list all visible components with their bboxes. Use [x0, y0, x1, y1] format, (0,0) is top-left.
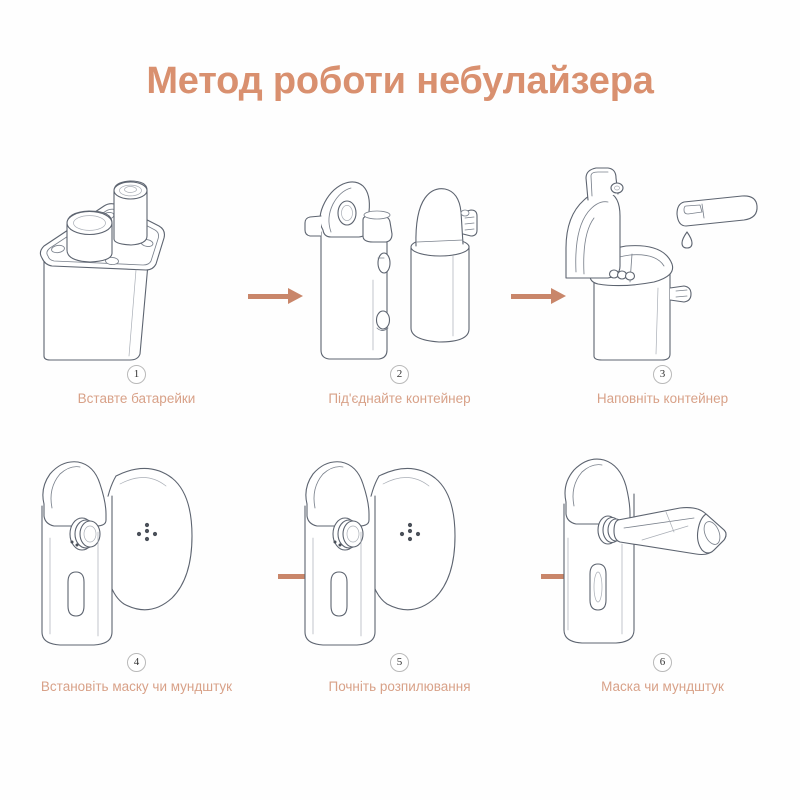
step-1-caption: Вставте батарейки [77, 391, 196, 406]
step-1-number-badge: 1 [20, 365, 253, 385]
step-number: 2 [390, 365, 409, 384]
step-number: 6 [653, 653, 672, 672]
step-3: 3 Наповніть контейнер [546, 160, 779, 420]
arrow-shaft [278, 574, 320, 579]
step-4-illustration [20, 448, 253, 648]
step-5-caption: Почніть розпилювання [328, 679, 471, 694]
step-2-caption: Під'єднайте контейнер [328, 391, 471, 406]
arrow-shaft [511, 294, 553, 299]
step-5: 5 Почніть розпилювання [283, 448, 516, 708]
step-2-number-badge: 2 [283, 365, 516, 385]
arrow-head [288, 288, 303, 304]
step-6-caption: Маска чи мундштук [601, 679, 724, 694]
step-6-illustration [546, 448, 779, 648]
step-3-illustration [546, 160, 779, 361]
step-4-number-badge: 4 [20, 653, 253, 673]
step-number: 4 [127, 653, 146, 672]
arrow-head [551, 288, 566, 304]
step-number: 3 [653, 365, 672, 384]
arrow-shaft [541, 574, 583, 579]
step-4: 4 Встановіть маску чи мундштук [20, 448, 253, 708]
step-1-illustration [20, 160, 253, 361]
step-2: 2 Під'єднайте контейнер [283, 160, 516, 420]
step-number: 5 [390, 653, 409, 672]
step-3-caption: Наповніть контейнер [596, 391, 729, 406]
step-5-number-badge: 5 [283, 653, 516, 673]
arrow-shaft [248, 294, 290, 299]
step-2-illustration [283, 160, 516, 360]
arrow-step1-to-step2 [248, 288, 304, 304]
step-5-illustration [283, 448, 516, 648]
steps-grid: 1 Вставте батарейки [0, 160, 800, 708]
steps-row-top: 1 Вставте батарейки [0, 160, 800, 420]
arrow-step2-to-step3 [511, 288, 567, 304]
step-6-number-badge: 6 [546, 653, 779, 673]
page-title: Метод роботи небулайзера [146, 60, 654, 102]
step-number: 1 [127, 365, 146, 384]
step-1: 1 Вставте батарейки [20, 160, 253, 420]
step-6: 6 Маска чи мундштук [546, 448, 779, 708]
step-3-number-badge: 3 [546, 365, 779, 385]
steps-row-bottom: 4 Встановіть маску чи мундштук [0, 448, 800, 708]
step-4-caption: Встановіть маску чи мундштук [40, 679, 233, 694]
